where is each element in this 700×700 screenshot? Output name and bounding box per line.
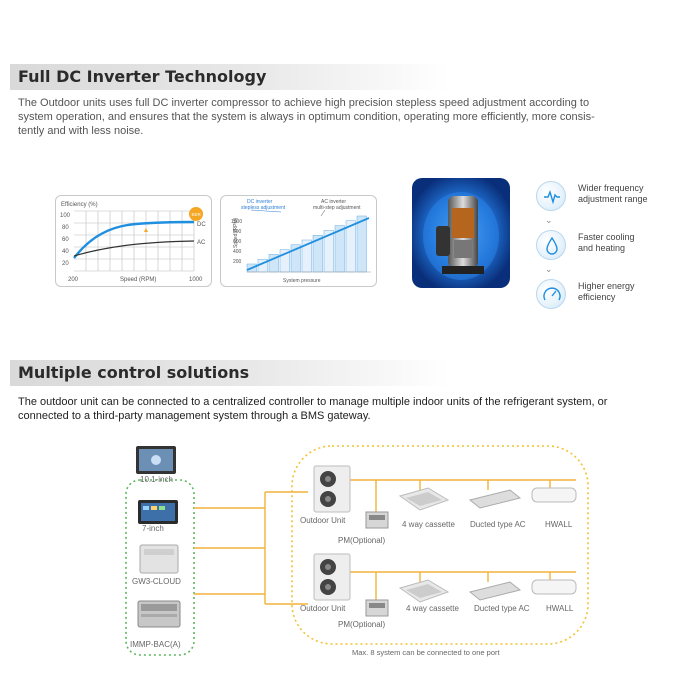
speed-chart-svg: DC inverter stepless adjustment AC inver… xyxy=(231,199,371,284)
ac-efficiency-curve xyxy=(73,240,195,257)
efficiency-y-tick: 80 xyxy=(62,225,69,231)
dc-callout-line xyxy=(250,209,282,213)
feature-faster-cooling: Faster cooling and heating xyxy=(528,230,688,260)
efficiency-y-tick: 20 xyxy=(62,261,69,267)
outdoor-unit-icon xyxy=(313,553,351,601)
speed-x-label: System pressure xyxy=(283,278,321,284)
speed-chart: DC inverter stepless adjustment AC inver… xyxy=(220,195,377,287)
controller-7-label: 7-inch xyxy=(142,524,164,533)
cassette-ac-icon xyxy=(398,487,450,511)
chevron-down-icon: ⌄ xyxy=(545,215,553,225)
efficiency-chart-svg: Efficiency (%) 100 80 60 40 20 EER DC AC… xyxy=(60,202,206,283)
dc-stepless-line xyxy=(246,217,370,271)
speed-y-tick: 1000 xyxy=(231,219,242,225)
ac-callout-line xyxy=(320,209,326,217)
wall-ac-icon xyxy=(531,487,577,503)
feature-label: Wider frequency adjustment range xyxy=(578,183,688,205)
description-line: tently and with less noise. xyxy=(18,125,144,137)
cassette-label: 4 way cassette xyxy=(406,604,459,613)
feature-label-line: Wider frequency xyxy=(578,183,644,193)
section-header-bar xyxy=(10,360,450,386)
power-meter-label: PM(Optional) xyxy=(338,536,386,545)
dc-curve-label: DC xyxy=(197,222,206,228)
arrow-icon xyxy=(144,228,148,232)
dc-inverter-sublabel: stepless adjustment xyxy=(241,205,286,211)
feature-label: Higher energy efficiency xyxy=(578,281,688,303)
feature-label-line: efficiency xyxy=(578,292,616,302)
feature-higher-efficiency: Higher energy efficiency xyxy=(528,279,688,309)
efficiency-y-tick: 60 xyxy=(62,237,69,243)
speed-y-tick: 600 xyxy=(233,239,242,245)
power-meter-label: PM(Optional) xyxy=(338,620,386,629)
feature-label: Faster cooling and heating xyxy=(578,232,688,254)
ac-inverter-sublabel: multi-step adjustment xyxy=(313,205,361,211)
chevron-down-icon: ⌄ xyxy=(545,264,553,274)
droplet-icon xyxy=(536,230,566,260)
controller-10-label: 10.1-inch xyxy=(140,475,173,484)
efficiency-y-tick: 40 xyxy=(62,249,69,255)
bms-module-icon xyxy=(137,600,181,628)
gauge-icon xyxy=(536,279,566,309)
section-description: The Outdoor units uses full DC inverter … xyxy=(18,96,684,138)
ac-curve-label: AC xyxy=(197,240,206,246)
efficiency-x-tick: 200 xyxy=(68,277,79,283)
efficiency-chart: Efficiency (%) 100 80 60 40 20 EER DC AC… xyxy=(55,195,212,287)
eer-badge-icon xyxy=(189,207,203,221)
speed-y-label: Speed (RPM) xyxy=(233,217,239,248)
frequency-wave-icon xyxy=(536,181,566,211)
power-meter-icon xyxy=(365,599,389,617)
cassette-label: 4 way cassette xyxy=(402,520,455,529)
efficiency-chart-title: Efficiency (%) xyxy=(61,202,98,208)
gateway-label: GW3-CLOUD xyxy=(132,577,181,586)
touch-panel-7-icon xyxy=(138,500,178,524)
ducted-ac-icon xyxy=(468,581,522,601)
max-systems-note: Max. 8 system can be connected to one po… xyxy=(352,648,500,657)
feature-label-line: Higher energy xyxy=(578,281,635,291)
hwall-label: HWALL xyxy=(546,604,574,613)
ducted-label: Ducted type AC xyxy=(474,604,530,613)
outdoor-unit-label: Outdoor Unit xyxy=(300,604,346,613)
description-line: connected to a third-party management sy… xyxy=(18,410,371,422)
feature-wider-frequency: Wider frequency adjustment range xyxy=(528,181,688,211)
speed-y-tick: 400 xyxy=(233,249,242,255)
gateway-icon xyxy=(139,544,179,574)
ducted-ac-icon xyxy=(468,489,522,509)
speed-y-tick: 200 xyxy=(233,259,242,265)
dc-inverter-label: DC inverter xyxy=(247,199,273,205)
section-header-bar xyxy=(10,64,450,90)
ducted-label: Ducted type AC xyxy=(470,520,526,529)
eer-badge-label: EER xyxy=(192,212,202,217)
efficiency-x-label: Speed (RPM) xyxy=(120,277,156,283)
dc-efficiency-curve xyxy=(73,220,195,259)
wall-ac-icon xyxy=(531,579,577,595)
description-line: The outdoor unit can be connected to a c… xyxy=(18,396,608,408)
section-title-dc-inverter: Full DC Inverter Technology xyxy=(18,67,267,86)
speed-bars xyxy=(246,215,367,273)
description-line: system operation, and ensures that the s… xyxy=(18,111,595,123)
ac-inverter-label: AC inverter xyxy=(321,199,346,205)
feature-label-line: and heating xyxy=(578,243,626,253)
outdoor-unit-label: Outdoor Unit xyxy=(300,516,346,525)
outdoor-unit-icon xyxy=(313,465,351,513)
efficiency-x-tick: 1000 xyxy=(189,277,203,283)
feature-label-line: Faster cooling xyxy=(578,232,635,242)
section-description: The outdoor unit can be connected to a c… xyxy=(18,395,684,423)
description-line: The Outdoor units uses full DC inverter … xyxy=(18,97,590,109)
speed-y-tick: 800 xyxy=(233,229,242,235)
section-title-control-solutions: Multiple control solutions xyxy=(18,363,250,382)
power-meter-icon xyxy=(365,511,389,529)
cassette-ac-icon xyxy=(398,579,450,603)
touch-panel-10-icon xyxy=(136,446,176,474)
bms-label: IMMP-BAC(A) xyxy=(130,640,181,649)
compressor-image xyxy=(412,178,510,288)
efficiency-y-tick: 100 xyxy=(60,213,71,219)
hwall-label: HWALL xyxy=(545,520,573,529)
controller-group-border xyxy=(125,479,195,656)
feature-label-line: adjustment range xyxy=(578,194,648,204)
